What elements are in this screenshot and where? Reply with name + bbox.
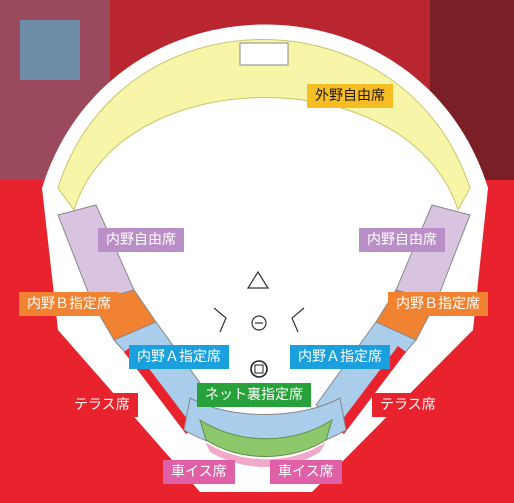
label-infield-a-right: 内野Ａ指定席: [290, 345, 390, 369]
second-base-icon: [246, 270, 270, 289]
label-terrace-right: テラス席: [372, 393, 444, 417]
label-infield-b-right: 内野Ｂ指定席: [388, 292, 488, 316]
photo-seat-blue: [20, 20, 80, 80]
pitcher-mound-icon: [251, 315, 267, 331]
label-infield-a-left: 内野Ａ指定席: [129, 345, 229, 369]
home-plate-icon: [250, 360, 268, 378]
home-plate-box: [254, 364, 264, 374]
net-back-section[interactable]: [199, 418, 333, 457]
label-infield-free-left: 内野自由席: [98, 228, 184, 252]
label-terrace-left: テラス席: [66, 393, 138, 417]
scoreboard: [239, 42, 289, 66]
outfield-free-section[interactable]: [57, 39, 471, 212]
first-base-icon: [291, 307, 305, 333]
label-wheelchair-right: 車イス席: [270, 460, 342, 484]
third-base-icon: [213, 307, 227, 333]
label-infield-free-right: 内野自由席: [359, 228, 445, 252]
label-wheelchair-left: 車イス席: [163, 460, 235, 484]
label-outfield-free: 外野自由席: [307, 84, 393, 108]
label-infield-b-left: 内野Ｂ指定席: [19, 292, 119, 316]
label-net-back: ネット裏指定席: [197, 383, 311, 407]
